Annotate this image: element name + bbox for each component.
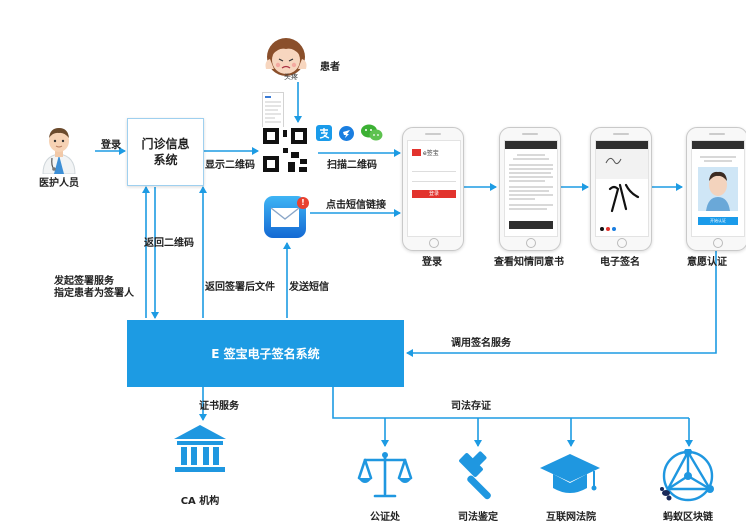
scales-icon xyxy=(357,450,413,500)
phone-signature-label: 电子签名 xyxy=(600,257,640,268)
outpatient-system-box: 门诊信息 系统 xyxy=(127,118,204,186)
mini-form-thumbnail xyxy=(262,92,284,130)
edge-judicial-storage-label: 司法存证 xyxy=(451,401,491,412)
wechat-icon xyxy=(361,124,383,141)
patient-icon xyxy=(262,33,310,81)
phone-intent-button: 开始认证 xyxy=(710,218,726,223)
sms-mail-icon xyxy=(264,196,306,238)
esign-system-box: E 签宝电子签名系统 xyxy=(127,320,404,387)
phone-login-label: 登录 xyxy=(422,257,442,268)
phone-intent-label: 意愿认证 xyxy=(687,257,727,268)
blockchain-icon xyxy=(658,448,718,505)
phone-intent: 开始认证 xyxy=(686,127,746,251)
edge-start-sign-label: 发起签署服务 指定患者为签署人 xyxy=(54,276,134,299)
graduation-cap-icon xyxy=(539,452,601,498)
esign-system-label: E 签宝电子签名系统 xyxy=(211,347,320,361)
ca-label: CA 机构 xyxy=(180,496,220,507)
edge-return-qr-label: 返回二维码 xyxy=(144,238,194,249)
alipay-icon xyxy=(316,125,332,141)
forensic-label: 司法鉴定 xyxy=(458,512,498,523)
edge-scan-qr-label: 扫描二维码 xyxy=(327,160,377,171)
edge-cert-service-label: 证书服务 xyxy=(199,401,239,412)
medical-staff-label: 医护人员 xyxy=(39,178,79,189)
edge-return-file-label: 返回签署后文件 xyxy=(205,282,275,293)
phone-login-button: 登录 xyxy=(412,190,456,198)
phone-login: e签宝 登录 xyxy=(402,127,464,251)
edge-login-label: 登录 xyxy=(101,140,121,151)
edge-show-qr-label: 显示二维码 xyxy=(205,160,255,171)
phone-consent-label: 查看知情同意书 xyxy=(494,257,564,268)
sms-badge-icon: ! xyxy=(297,197,309,209)
doctor-icon xyxy=(37,122,81,175)
phone-login-brand: e签宝 xyxy=(423,150,439,157)
phone-consent xyxy=(499,127,561,251)
edge-call-sign-label: 调用签名服务 xyxy=(451,338,511,349)
blockchain-label: 蚂蚁区块链 xyxy=(663,512,713,523)
outpatient-system-label: 门诊信息 系统 xyxy=(141,137,190,167)
institution-building-icon xyxy=(172,423,228,473)
notary-label: 公证处 xyxy=(370,512,400,523)
phone-signature xyxy=(590,127,652,251)
internet-court-label: 互联网法院 xyxy=(546,512,596,523)
qr-code-icon xyxy=(262,127,308,173)
patient-hat-text: 头疼 xyxy=(284,73,298,81)
patient-label: 患者 xyxy=(320,62,340,73)
edge-send-sms-label: 发送短信 xyxy=(289,282,329,293)
edge-click-sms-label: 点击短信链接 xyxy=(326,200,386,211)
dingtalk-icon xyxy=(339,126,354,141)
gavel-icon xyxy=(453,449,503,503)
